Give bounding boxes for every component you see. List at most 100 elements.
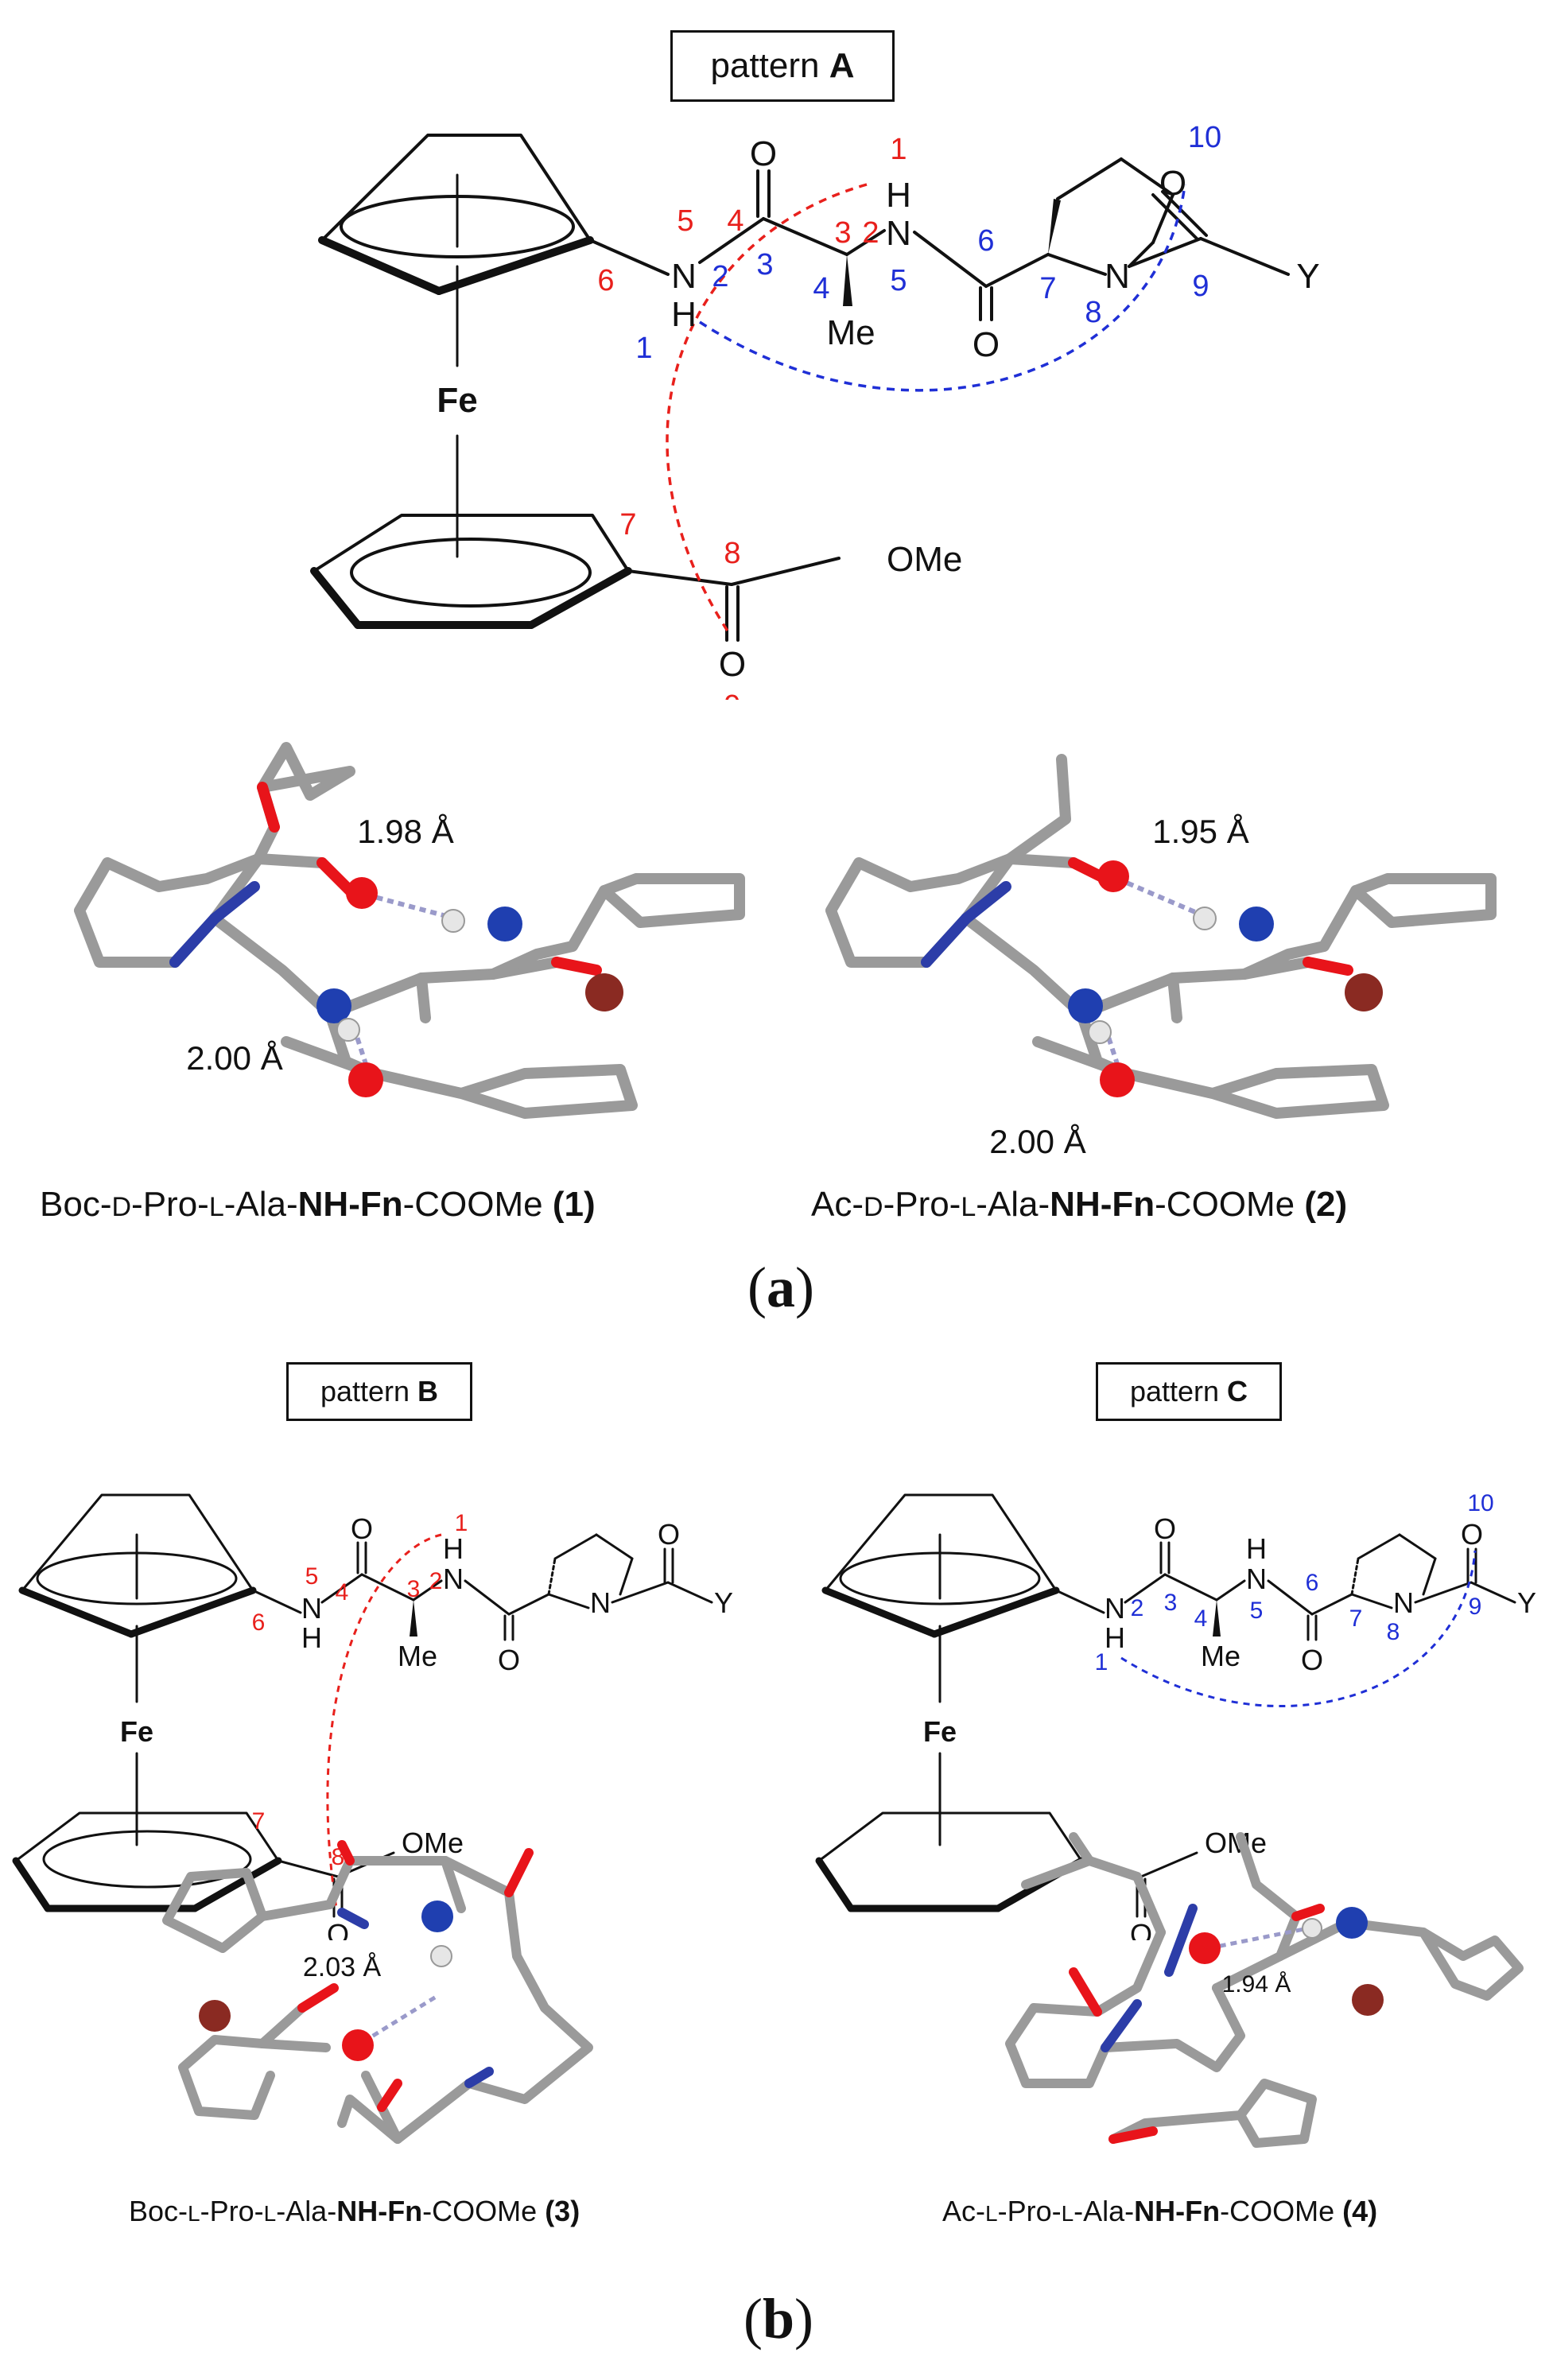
blue-number: 5 bbox=[1250, 1598, 1264, 1624]
red-number: 1 bbox=[455, 1510, 468, 1536]
red-number: 1 bbox=[890, 133, 907, 166]
panel-label-a: (a) bbox=[747, 1256, 814, 1319]
pattern-a-box: pattern A bbox=[670, 30, 895, 102]
blue-number: 2 bbox=[712, 260, 728, 293]
atom-o: O bbox=[1159, 164, 1186, 203]
red-number: 4 bbox=[727, 204, 743, 238]
pattern-b-box: pattern B bbox=[286, 1362, 472, 1421]
atom-n: N bbox=[671, 257, 697, 296]
blue-number: 4 bbox=[813, 272, 829, 305]
atom-n: N bbox=[443, 1563, 464, 1595]
atom-h: H bbox=[1105, 1621, 1125, 1654]
distance-label: 1.94 Å bbox=[1222, 1971, 1291, 1998]
atom-o: O bbox=[658, 1518, 680, 1551]
red-number: 5 bbox=[677, 204, 693, 238]
atom-me: Me bbox=[1201, 1640, 1240, 1672]
atom-h: H bbox=[886, 176, 911, 215]
blue-number: 6 bbox=[977, 224, 994, 258]
distance-label: 2.00 Å bbox=[186, 1039, 282, 1077]
red-number: 8 bbox=[724, 537, 740, 570]
pattern-c-box: pattern C bbox=[1096, 1362, 1282, 1421]
atom-n: N bbox=[886, 214, 911, 253]
atom-o: O bbox=[973, 325, 1000, 364]
atom-n: N bbox=[1105, 257, 1130, 296]
red-number: 2 bbox=[429, 1568, 443, 1594]
compound-3-name: Boc-L-Pro-L-Ala-NH-Fn-COOMe (3) bbox=[129, 2195, 580, 2227]
atom-n: N bbox=[301, 1592, 322, 1625]
crystal-structure-1: 1.98 Å 2.00 Å bbox=[74, 742, 745, 1119]
pattern-a-structure: Fe N H O H N Me O N O Y OMe O 1 2 3 4 5 … bbox=[310, 121, 1320, 700]
atom-y: Y bbox=[1296, 257, 1319, 296]
blue-number: 9 bbox=[1469, 1594, 1482, 1620]
atom-h: H bbox=[1246, 1532, 1267, 1565]
atom-h: H bbox=[443, 1532, 464, 1565]
h-bond-arc-blue bbox=[699, 184, 1186, 392]
fe-atom: Fe bbox=[923, 1715, 957, 1748]
red-number: 5 bbox=[305, 1563, 319, 1590]
blue-number: 1 bbox=[1095, 1649, 1108, 1675]
distance-label: 2.03 Å bbox=[303, 1952, 382, 1982]
blue-number: 10 bbox=[1188, 121, 1221, 154]
atom-y: Y bbox=[1517, 1586, 1536, 1619]
compound-1-name: Boc-D-Pro-L-Ala-NH-Fn-COOMe (1) bbox=[40, 1185, 596, 1224]
atom-ome: OMe bbox=[402, 1827, 464, 1859]
atom-n: N bbox=[1105, 1592, 1125, 1625]
atom-y: Y bbox=[714, 1586, 733, 1619]
cp-ring-top bbox=[318, 134, 594, 295]
atom-o: O bbox=[498, 1644, 520, 1676]
atom-o: O bbox=[750, 134, 777, 173]
crystal-structure-2: 1.95 Å 2.00 Å bbox=[825, 754, 1497, 1160]
blue-number: 9 bbox=[1192, 270, 1209, 303]
blue-number: 10 bbox=[1467, 1490, 1493, 1516]
panel-label-b: (b) bbox=[743, 2287, 814, 2351]
blue-number: 7 bbox=[1039, 272, 1056, 305]
pattern-b-structure: Fe N H O H N Me O N O Y OMe O 1 2 3 4 5 … bbox=[12, 1493, 733, 1940]
blue-number: 8 bbox=[1085, 296, 1101, 329]
atom-o: O bbox=[719, 645, 746, 684]
red-number: 2 bbox=[862, 216, 879, 250]
atom-o: O bbox=[1130, 1918, 1152, 1940]
atom-me: Me bbox=[398, 1640, 437, 1672]
blue-number: 5 bbox=[890, 264, 907, 297]
atom-n: N bbox=[1393, 1586, 1414, 1619]
atom-o: O bbox=[1154, 1512, 1176, 1545]
red-number: 6 bbox=[252, 1609, 266, 1636]
atom-n: N bbox=[1246, 1563, 1267, 1595]
red-number: 3 bbox=[407, 1576, 421, 1602]
distance-label: 1.95 Å bbox=[1152, 813, 1248, 850]
distance-label: 1.98 Å bbox=[357, 813, 453, 850]
red-number: 4 bbox=[336, 1579, 349, 1605]
fe-atom: Fe bbox=[437, 381, 477, 420]
red-number: 6 bbox=[597, 264, 614, 297]
atom-ome: OMe bbox=[887, 540, 962, 579]
atom-n: N bbox=[590, 1586, 611, 1619]
crystal-structure-3: 2.03 Å bbox=[162, 1840, 593, 2144]
pattern-c-structure: Fe N H O H N Me O N O Y OMe O 1 2 3 4 5 … bbox=[815, 1490, 1536, 1940]
blue-number: 7 bbox=[1349, 1605, 1363, 1632]
blue-number: 6 bbox=[1306, 1570, 1319, 1596]
atom-ome: OMe bbox=[1205, 1827, 1267, 1859]
cp-ring-bottom bbox=[310, 514, 632, 629]
fe-atom: Fe bbox=[120, 1715, 153, 1748]
blue-number: 1 bbox=[635, 332, 652, 365]
atom-me: Me bbox=[826, 313, 875, 352]
compound-4-name: Ac-L-Pro-L-Ala-NH-Fn-COOMe (4) bbox=[942, 2195, 1378, 2227]
compound-2-name: Ac-D-Pro-L-Ala-NH-Fn-COOMe (2) bbox=[811, 1185, 1348, 1224]
atom-o: O bbox=[1301, 1644, 1323, 1676]
crystal-structure-4: 1.94 Å bbox=[1005, 1832, 1524, 2148]
atom-h: H bbox=[671, 295, 697, 334]
red-number: 9 bbox=[724, 689, 740, 700]
blue-number: 4 bbox=[1194, 1605, 1208, 1632]
red-number: 7 bbox=[252, 1808, 266, 1835]
red-number: 3 bbox=[834, 216, 851, 250]
atom-o: O bbox=[327, 1918, 349, 1940]
atom-o: O bbox=[1461, 1518, 1483, 1551]
blue-number: 2 bbox=[1131, 1595, 1144, 1621]
distance-label: 2.00 Å bbox=[989, 1123, 1085, 1160]
blue-number: 3 bbox=[756, 248, 773, 281]
atom-o: O bbox=[351, 1512, 373, 1545]
atom-h: H bbox=[301, 1621, 322, 1654]
blue-number: 8 bbox=[1387, 1619, 1400, 1645]
red-number: 7 bbox=[619, 508, 636, 542]
